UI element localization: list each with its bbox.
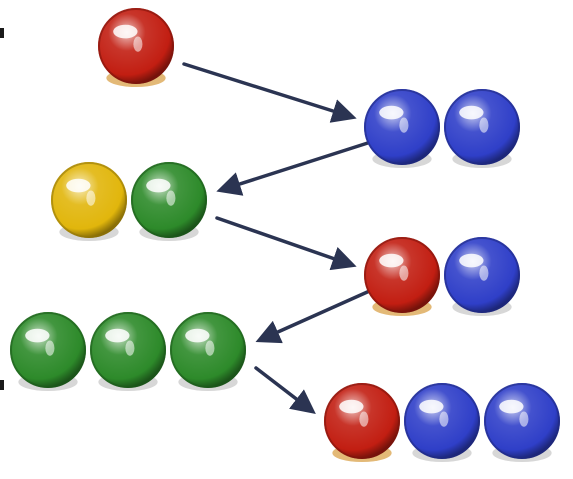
marble-row-2 (364, 89, 520, 168)
arrow-5 (256, 368, 312, 411)
green-marble (131, 162, 207, 241)
red-marble (364, 237, 440, 316)
marble-row-1 (98, 8, 174, 87)
marbles-layer (10, 8, 560, 462)
red-marble (324, 383, 400, 462)
arrow-1 (184, 64, 352, 117)
blue-marble (404, 383, 480, 462)
blue-marble (484, 383, 560, 462)
green-marble (170, 312, 246, 391)
blue-marble (444, 237, 520, 316)
green-marble (10, 312, 86, 391)
green-marble (90, 312, 166, 391)
red-marble (98, 8, 174, 87)
blue-marble (364, 89, 440, 168)
yellow-marble (51, 162, 127, 241)
arrow-4 (260, 289, 374, 340)
marble-row-3 (51, 162, 207, 241)
blue-marble (444, 89, 520, 168)
arrow-2 (221, 141, 374, 190)
marble-row-5 (10, 312, 246, 391)
marble-row-6 (324, 383, 560, 462)
marble-row-4 (364, 237, 520, 316)
arrow-3 (217, 218, 352, 265)
